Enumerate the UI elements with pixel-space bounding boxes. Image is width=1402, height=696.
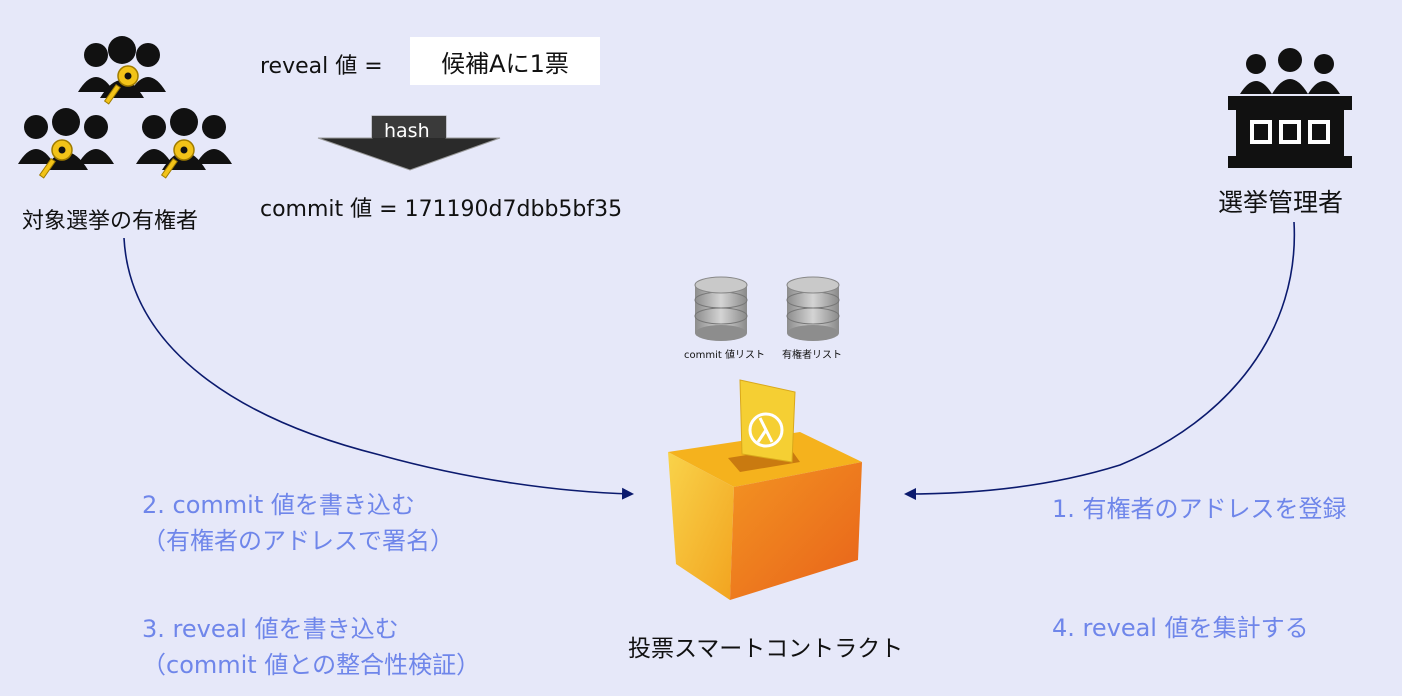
ballot-box-icon [668,379,862,600]
database-icon [786,276,840,341]
key-icon [103,65,139,105]
voters-label: 対象選挙の有権者 [22,209,199,234]
arrow-admin-to-contract [904,221,1296,500]
voters-group-icon [18,36,232,179]
voter-list-label: 有権者リスト [782,350,842,361]
reveal-label: reveal 値 = [260,54,383,79]
commit-label: commit 値 = 171190d7dbb5bf35 [260,197,623,222]
step2-line2: （有権者のアドレスで署名） [142,527,454,555]
admin-label: 選挙管理者 [1218,188,1344,217]
step4-text: 4. reveal 値を集計する [1052,614,1309,642]
commit-list-label: commit 値リスト [684,350,765,361]
hash-label: hash [384,120,430,142]
database-icon [694,276,748,341]
contract-label: 投票スマートコントラクト [628,636,904,662]
user-group-left-icon [18,108,114,170]
election-admin-icon [1228,48,1352,168]
reveal-value-box: 候補Aに1票 [410,37,600,85]
step1-text: 1. 有権者のアドレスを登録 [1052,495,1347,523]
user-group-top-icon [78,36,166,98]
step3-line2: （commit 値との整合性検証） [142,651,481,679]
key-icon [160,139,195,179]
step2-line1: 2. commit 値を書き込む [142,491,415,519]
step3-line1: 3. reveal 値を書き込む [142,615,399,643]
hash-arrow-icon [317,115,501,171]
key-icon [38,139,73,179]
arrow-voters-to-contract [123,237,634,500]
